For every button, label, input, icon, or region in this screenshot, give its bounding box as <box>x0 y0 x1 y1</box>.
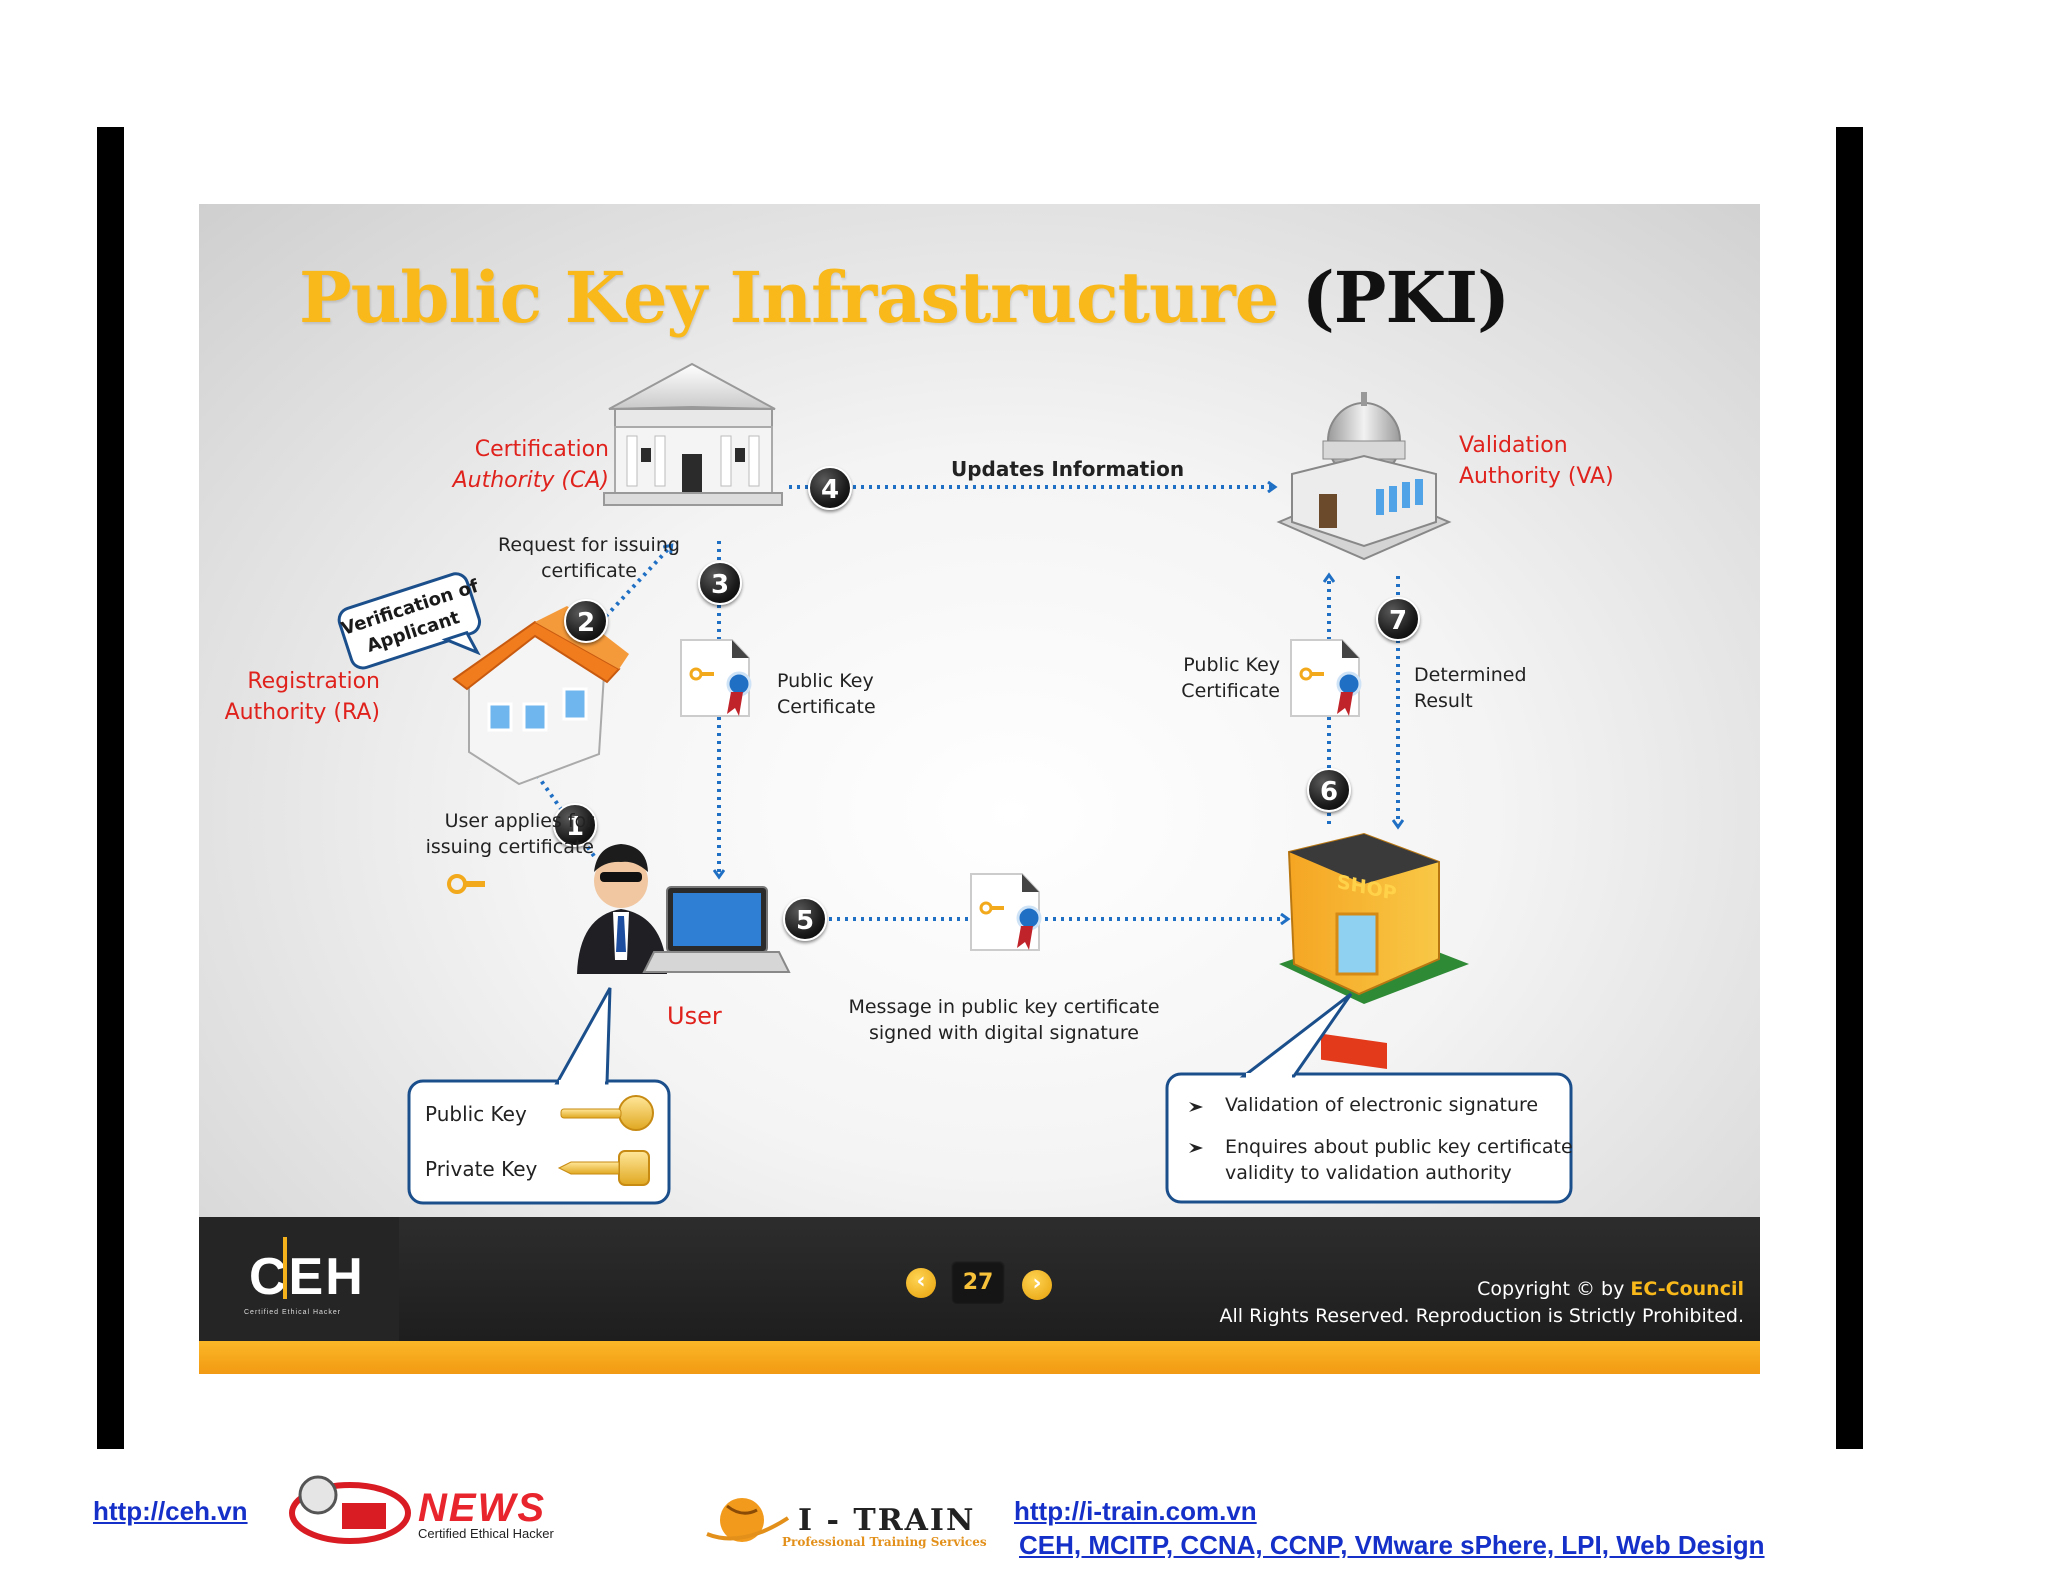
pki-diagram <box>337 362 1573 1205</box>
step-7-line2: Result <box>1414 690 1473 712</box>
step-5-badge: 5 <box>783 897 827 941</box>
right-border-bar <box>1836 127 1863 1449</box>
step-4-label: Updates Information <box>951 457 1185 481</box>
step-7-line1: Determined <box>1414 664 1527 686</box>
ra-label: Registration Authority (RA) <box>225 666 380 728</box>
step-6-label: Public Key Certificate <box>1181 652 1280 704</box>
step-3-label: Public Key Certificate <box>777 668 876 720</box>
shop-building-icon <box>1279 832 1469 1069</box>
va-label-line1: Validation <box>1459 433 1568 458</box>
step-1-label: User applies for issuing certificate <box>426 808 594 860</box>
itrain-globe-icon <box>706 1498 790 1542</box>
ceh-logo <box>199 1217 399 1341</box>
shop-action-2: Enquires about public key certificate <box>1225 1136 1573 1158</box>
step-7-label: Determined Result <box>1414 662 1527 714</box>
step-7-badge: 7 <box>1376 597 1420 641</box>
page-number: 27 <box>951 1261 1005 1305</box>
pki-slide: Public Key Infrastructure (PKI) <box>199 204 1760 1374</box>
news-logo-word: NEWS <box>418 1486 546 1530</box>
bullet-arrows <box>1189 1102 1203 1153</box>
ra-label-line1: Registration <box>247 669 380 694</box>
title-abbr: (PKI) <box>1301 256 1510 339</box>
va-label: Validation Authority (VA) <box>1459 430 1614 492</box>
certificate-icon-step6 <box>1290 639 1362 717</box>
step-4-badge: 4 <box>808 466 852 510</box>
left-border-bar <box>97 127 124 1449</box>
step-2-badge: 2 <box>564 599 608 643</box>
ra-label-line2: Authority (RA) <box>224 700 380 725</box>
ca-label-line1: Certification <box>474 437 609 462</box>
prev-slide-button[interactable]: ‹ <box>906 1268 936 1298</box>
ca-label-line2: Authority (CA) <box>452 468 609 493</box>
news-logo-subtitle: Certified Ethical Hacker <box>418 1526 554 1541</box>
ceh-logo-subtitle: Certified Ethical Hacker <box>244 1309 342 1316</box>
verification-bubble <box>337 572 482 670</box>
rights-text: All Rights Reserved. Reproduction is Str… <box>1219 1305 1745 1327</box>
step-1-line2: issuing certificate <box>425 836 594 858</box>
private-key-label: Private Key <box>425 1157 538 1181</box>
ceh-logo-text: CEH <box>249 1248 365 1306</box>
step-2-line1: Request for issuing <box>498 534 680 556</box>
step-5-line1: Message in public key certificate <box>848 996 1160 1018</box>
private-key-icon <box>557 1150 650 1186</box>
title-main: Public Key Infrastructure <box>299 256 1279 339</box>
public-key-label: Public Key <box>425 1102 527 1126</box>
va-building-icon <box>1276 392 1452 561</box>
step-6-line1: Public Key <box>1183 654 1280 676</box>
step-3-line1: Public Key <box>777 670 874 692</box>
ca-label: Certification Authority (CA) <box>453 434 609 496</box>
laptop-icon <box>642 886 791 973</box>
itrain-logo-subtitle: Professional Training Services <box>782 1535 987 1549</box>
step-5-line2: signed with digital signature <box>868 1022 1139 1044</box>
shop-actions-callout <box>1165 992 1573 1204</box>
copyright-prefix: Copyright © by <box>1477 1278 1631 1300</box>
slide-title: Public Key Infrastructure (PKI) <box>299 256 1510 339</box>
ceh-logo-divider <box>283 1237 287 1299</box>
step-6-badge: 6 <box>1307 768 1351 812</box>
shop-action-2-cont: validity to validation authority <box>1225 1162 1512 1184</box>
certificate-icon-step5 <box>970 873 1042 951</box>
next-slide-button[interactable]: › <box>1022 1270 1052 1300</box>
step-1-line1: User applies for <box>444 810 594 832</box>
itrain-link[interactable]: http://i-train.com.vn <box>1014 1496 1257 1526</box>
user-label: User <box>667 1002 722 1030</box>
step-2-label: Request for issuing certificate <box>474 532 704 584</box>
step-1-badge: 1 <box>553 803 597 847</box>
certificate-icon-step3 <box>680 639 752 717</box>
ca-building-icon <box>603 362 783 506</box>
itrain-logo-word: I - TRAIN <box>798 1503 976 1538</box>
va-label-line2: Authority (VA) <box>1459 464 1614 489</box>
copyright-text: Copyright © by EC-Council <box>1477 1278 1744 1300</box>
step-2-line2: certificate <box>541 560 637 582</box>
step-6-line2: Certificate <box>1181 680 1280 702</box>
slide-footer-stripe <box>199 1341 1760 1374</box>
step-3-badge: 3 <box>698 561 742 605</box>
ceh-news-logo <box>289 1475 411 1544</box>
ceh-vn-link[interactable]: http://ceh.vn <box>93 1496 248 1526</box>
arrow-step-2 <box>582 546 671 642</box>
courses-link[interactable]: CEH, MCITP, CCNA, CCNP, VMware sPhere, L… <box>1019 1530 1765 1560</box>
user-avatar-icon <box>577 844 667 974</box>
copyright-brand: EC-Council <box>1630 1278 1744 1300</box>
step-3-line2: Certificate <box>777 696 876 718</box>
shop-action-1: Validation of electronic signature <box>1225 1094 1539 1116</box>
public-key-icon <box>560 1095 654 1131</box>
step-5-label: Message in public key certificate signed… <box>839 994 1169 1046</box>
small-key-icon <box>447 874 485 894</box>
